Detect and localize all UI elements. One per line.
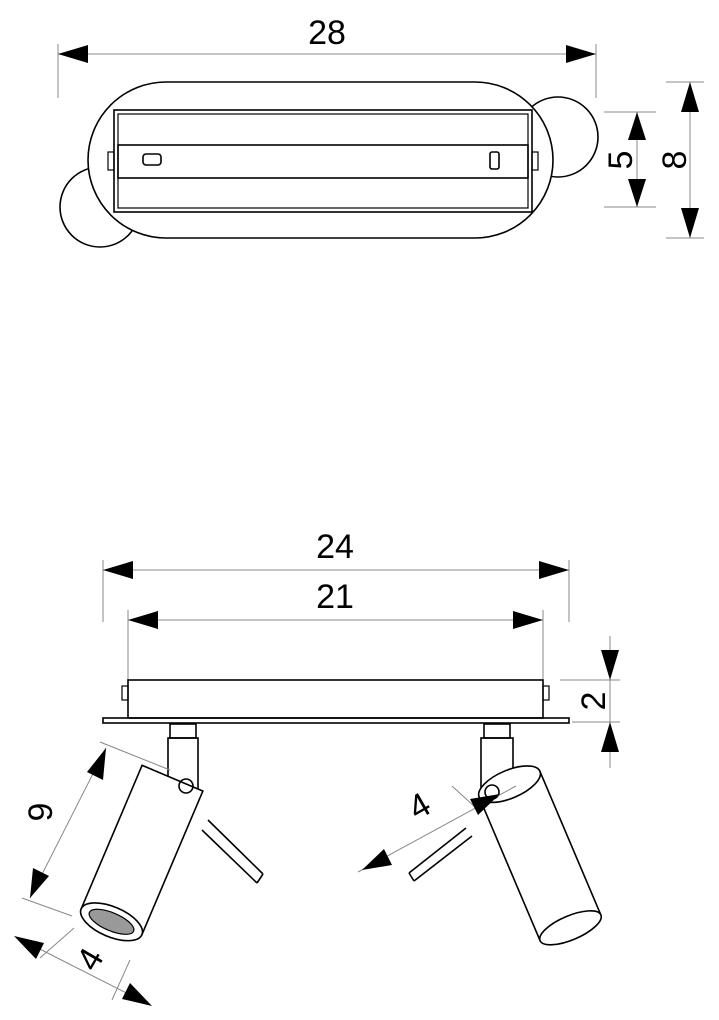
screw-right bbox=[531, 151, 539, 171]
dim-label-8: 8 bbox=[656, 151, 694, 170]
dim-width-28: 28 bbox=[57, 14, 597, 98]
canopy-body bbox=[127, 679, 544, 719]
side-screw-right bbox=[542, 685, 550, 701]
dim-label-24: 24 bbox=[316, 528, 354, 566]
canopy-plate-top bbox=[87, 81, 554, 239]
dim-height-2: 2 bbox=[560, 636, 620, 768]
dim-length-24: 24 bbox=[102, 528, 570, 622]
top-view: 28 5 8 bbox=[57, 14, 704, 248]
slot-left bbox=[142, 153, 162, 166]
dim-spot-length-9: 9 bbox=[21, 741, 171, 917]
dim-label-2: 2 bbox=[575, 692, 613, 711]
dim-label-4-right: 4 bbox=[402, 785, 437, 827]
dim-length-21: 21 bbox=[127, 578, 544, 680]
rail-channel bbox=[117, 144, 529, 179]
spot-right bbox=[408, 723, 603, 946]
dim-height-8: 8 bbox=[656, 81, 704, 239]
screw-left bbox=[107, 151, 115, 171]
dim-label-4-left: 4 bbox=[69, 942, 111, 977]
side-view: 24 21 2 bbox=[14, 528, 620, 1006]
canopy-plate bbox=[102, 717, 570, 724]
dim-label-9: 9 bbox=[22, 803, 60, 822]
dim-label-28: 28 bbox=[308, 14, 346, 52]
dim-label-5: 5 bbox=[602, 151, 640, 170]
dim-height-5: 5 bbox=[602, 111, 656, 208]
side-screw-left bbox=[121, 685, 129, 701]
spot-left bbox=[79, 723, 264, 942]
slot-right bbox=[489, 151, 500, 170]
dim-label-21: 21 bbox=[316, 578, 354, 616]
